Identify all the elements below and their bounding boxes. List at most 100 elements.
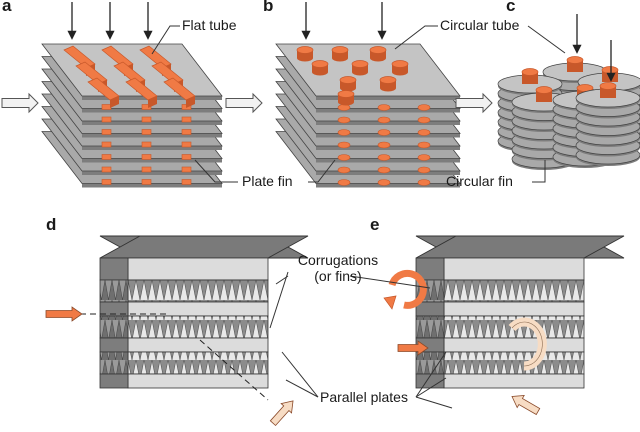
flat-tube-section [101,141,112,148]
flat-tube-section [101,129,112,135]
circular-tube-section [337,179,351,186]
plate-fin-leader-b [308,159,336,183]
flat-tube-section [141,141,152,148]
parallel-plate [443,301,585,317]
parallel-plate-side [99,257,129,281]
flat-tube-section [101,179,112,185]
panel-d-plate-fin-crossflow [45,235,309,427]
circular-tube-top [566,56,584,64]
panel-c-circular-tube-circular-fin [497,14,640,170]
corrugation-side [99,315,129,339]
panel-b-circular-tube-plate-fin [275,2,493,188]
flat-tube-section [181,154,192,160]
flat-tube-section [181,116,192,123]
circular-tube-body [338,94,354,102]
circular-tube-bottom [392,68,408,76]
circular-tube-top [337,90,355,98]
circular-tube-section [337,104,351,111]
circular-tube-section [377,129,391,136]
corrugation-side [99,279,129,303]
circular-tube-section [377,179,391,186]
parallel-plates-leader-e2 [415,351,447,398]
circular-tube-bottom [380,84,396,92]
parallel-plates-leader-d1 [285,379,319,398]
flat-tube-section [141,154,152,160]
circular-tube-bottom [352,68,368,76]
parallel-plate [443,337,585,353]
circular-tube-top [601,66,619,74]
label-circular-tube: Circular tube [440,17,520,33]
corrugation-side [415,315,445,339]
circular-tube-section [377,104,391,111]
swirl-cold-outline [511,321,543,367]
corrugation-layer [443,279,585,303]
flat-tube-leader [151,25,180,55]
circular-tube-body [340,80,356,88]
circular-tube-body [297,50,313,58]
panel-a-flat-tube-plate-fin [1,2,263,188]
circular-tube-bottom [340,84,356,92]
corrugation-layer [127,351,269,375]
corrugation-side [415,351,445,375]
circular-tube-section [417,116,431,124]
parallel-plate [127,337,269,353]
flat-tube-section [181,129,192,135]
circular-tube-section [377,141,391,149]
circular-tube-bottom [297,54,313,62]
circular-tube-top [369,46,387,54]
parallel-plate-side [99,337,129,353]
plate-fin-leader-a [194,159,238,183]
circular-tube-top [296,46,314,54]
circular-tube-top [339,76,357,84]
circular-tube-section [337,166,351,174]
flat-tube-section [181,166,192,173]
corrugation-layer [127,315,269,339]
flat-tube-side [110,96,119,108]
circular-tube-section [417,166,431,174]
circular-tube-bottom [370,54,386,62]
circular-tube-section [417,154,431,161]
panel-letter-b: b [263,0,274,15]
label-corrugations: Corrugations (or fins) [290,252,386,284]
orange-arrow-icon [397,340,429,356]
circular-tube-top [521,68,539,76]
orange-arrow-icon [383,295,397,310]
parallel-plate [127,301,269,317]
flow-path-dashed [199,339,269,401]
parallel-plate-side [99,373,129,389]
circular-tube-top [599,82,617,90]
parallel-plate [443,257,585,281]
circular-tube-section [337,141,351,149]
circular-tube-section [377,166,391,174]
label-parallel-plates: Parallel plates [320,389,408,405]
circular-tube-section [377,116,391,124]
circular-tube-body [352,64,368,72]
label-plate-fin: Plate fin [242,173,293,189]
flat-tube-section [141,129,152,135]
circular-tube-body [332,50,348,58]
circular-tube-section [417,104,431,111]
flat-tube-section [141,104,152,110]
circular-tube-top [331,46,349,54]
parallel-plates-leader-d2 [281,351,319,398]
circular-tube-leader [394,25,438,50]
circular-tube-section [337,154,351,161]
flat-tube-section [141,179,152,185]
circular-fin-leader [532,160,546,183]
leader-lines [151,25,566,409]
circular-tube-bottom [312,68,328,76]
panel-letter-a: a [2,0,12,15]
parallel-plates-leader-e3 [415,396,453,409]
circular-tube-section [337,129,351,136]
circular-tube-top [379,76,397,84]
flat-tube-section [101,104,112,110]
corrugations-leader-d2 [275,275,289,285]
flat-tube-section [181,179,192,185]
swirl-hot-flow [388,269,427,309]
panel-letter-c: c [506,0,516,15]
circular-tube-body [370,50,386,58]
corrugations-leader-e [349,275,431,289]
hollow-arrow-icon [225,92,263,114]
label-corrugations-line1: Corrugations [297,252,379,268]
flat-tube-section [181,141,192,148]
